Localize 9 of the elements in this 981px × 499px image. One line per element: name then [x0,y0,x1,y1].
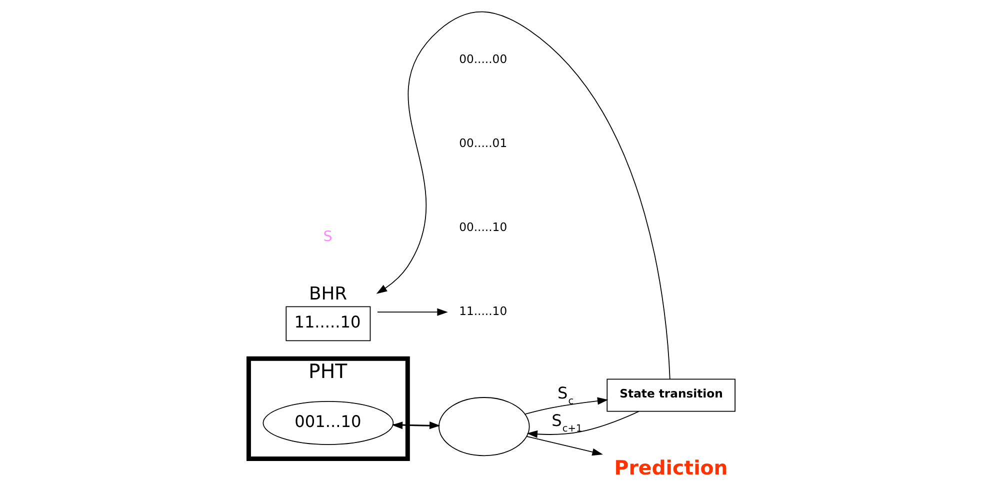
label: 00.....00 [458,52,507,66]
node-text: Prediction [614,456,728,480]
edge-label: S$_{c}$ [556,383,574,407]
label: 00.....01 [458,136,507,150]
edge-label: S$_{c+1}$ [551,411,582,435]
label: S [322,229,332,246]
node-label: BHR [308,284,347,305]
node-text: 11.....10 [458,304,507,318]
label: 00.....10 [458,220,507,234]
